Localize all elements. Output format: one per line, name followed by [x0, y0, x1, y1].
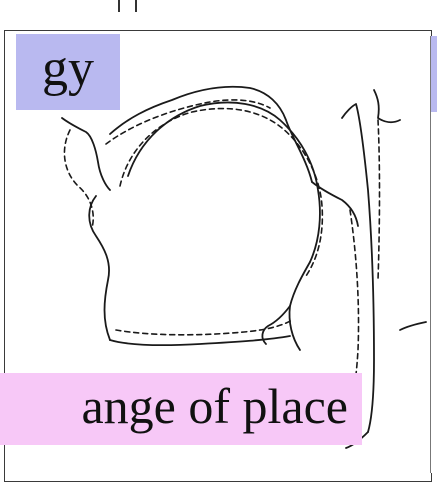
lower-right-contour [400, 322, 426, 330]
lower-lip-contour [89, 196, 110, 340]
upper-lip-contour [62, 118, 110, 190]
palate-contour [110, 87, 312, 182]
tongue-contour [128, 102, 320, 262]
phoneme-label: gy [42, 43, 94, 95]
caption-text: ange of place [81, 379, 348, 434]
caption-box: ange of place [0, 373, 362, 445]
upper-right-contour [374, 90, 400, 122]
phoneme-label-box: gy [16, 34, 120, 110]
dashed-right-contour [378, 120, 380, 280]
dashed-palate-contour [106, 100, 270, 144]
